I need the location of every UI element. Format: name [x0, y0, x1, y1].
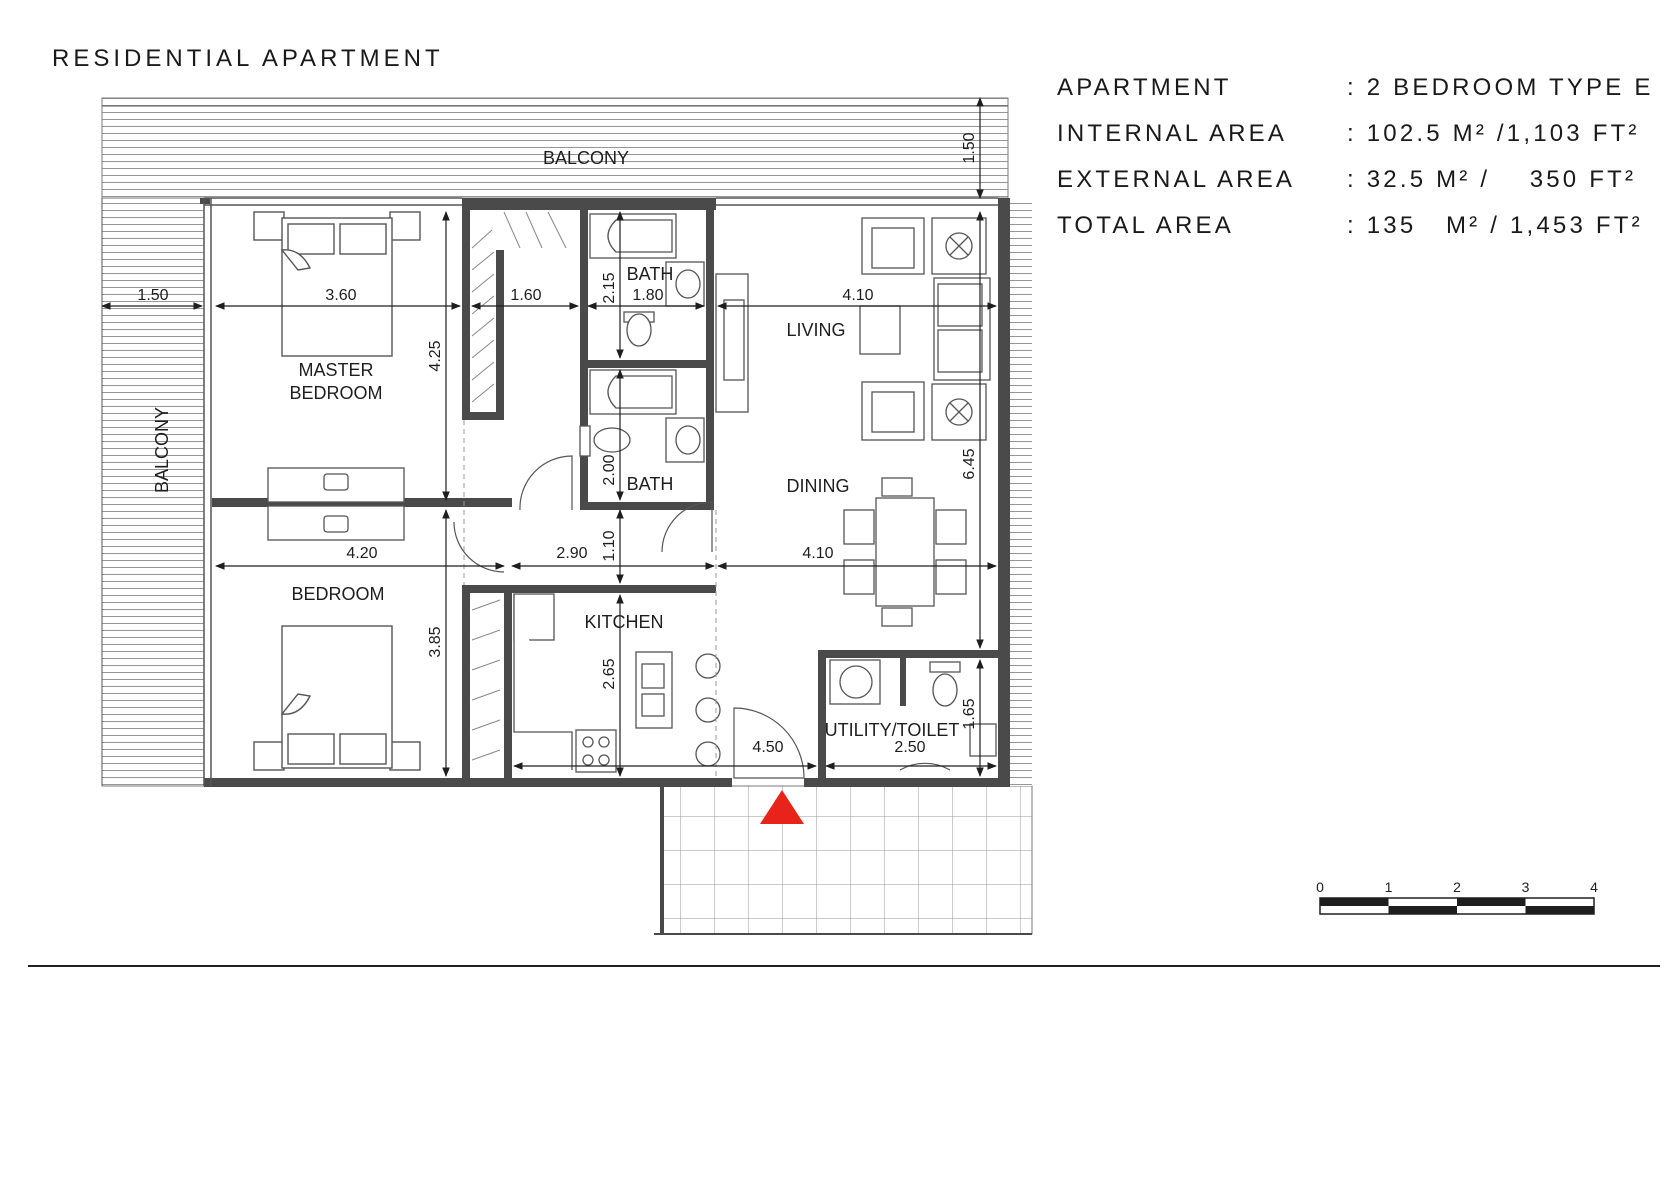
- dim-utility-width: 2.50: [894, 739, 925, 756]
- dim-master-depth: 4.25: [427, 340, 444, 371]
- room-labels: BALCONY BALCONY MASTER BEDROOM BATH BATH…: [152, 148, 959, 740]
- dimension-labels: 1.50 1.50 3.60 4.25 1.60 2.15 1.80 4.10 …: [137, 132, 978, 756]
- dimension-lines: [101, 97, 997, 777]
- living-furniture: [859, 217, 991, 441]
- label-kitchen: KITCHEN: [584, 612, 663, 632]
- info-label: TOTAL AREA: [1057, 212, 1234, 239]
- dim-utility-depth: 1.65: [961, 698, 978, 729]
- dim-balcony-depth-left: 1.50: [137, 287, 168, 304]
- master-bed: [253, 211, 421, 357]
- scale-tick-label: 0: [1316, 879, 1324, 895]
- balcony-left: [101, 197, 205, 787]
- wardrobe-master: [471, 211, 567, 403]
- scale-tick-label: 4: [1590, 879, 1598, 895]
- scale-tick-label: 3: [1522, 879, 1530, 895]
- info-label: APARTMENT: [1057, 74, 1232, 101]
- info-value: : 102.5 M² /1,103 FT²: [1347, 120, 1640, 147]
- label-balcony-left: BALCONY: [152, 407, 172, 493]
- bath-fixtures: [579, 213, 749, 463]
- label-dining: DINING: [787, 476, 850, 496]
- bottom-rule: [28, 965, 1660, 967]
- facade-strip: [1008, 200, 1032, 786]
- scale-tick-label: 2: [1453, 879, 1461, 895]
- dim-kitchen-width: 4.50: [752, 739, 783, 756]
- label-master-bedroom-line2: BEDROOM: [289, 383, 382, 403]
- dim-corridor-width: 1.60: [510, 287, 541, 304]
- wardrobe-bedroom: [471, 599, 501, 761]
- label-balcony-top: BALCONY: [543, 148, 629, 168]
- info-value: : 2 BEDROOM TYPE E: [1347, 74, 1654, 101]
- dim-bath-lower-depth: 2.00: [601, 454, 618, 485]
- dim-kitchen-depth: 2.65: [601, 658, 618, 689]
- dim-bath-upper-width: 1.80: [632, 287, 663, 304]
- dim-master-width: 3.60: [325, 287, 356, 304]
- dim-living-dining-depth: 6.45: [961, 448, 978, 479]
- dressers: [267, 467, 405, 541]
- dim-bedroom-width: 4.20: [346, 545, 377, 562]
- info-value: : 135 M² / 1,453 FT²: [1347, 212, 1643, 239]
- info-value: : 32.5 M² / 350 FT²: [1347, 166, 1637, 193]
- label-utility: UTILITY/TOILET: [825, 720, 960, 740]
- dim-balcony-depth-top: 1.50: [961, 132, 978, 163]
- kitchen-fixtures: [513, 593, 721, 773]
- glazing: [203, 197, 998, 786]
- zone-lines: [463, 420, 717, 778]
- dim-bath-upper-depth: 2.15: [601, 272, 618, 303]
- dim-dining-width: 4.10: [802, 545, 833, 562]
- info-label: INTERNAL AREA: [1057, 120, 1288, 147]
- dim-bedroom-depth: 3.85: [427, 626, 444, 657]
- page-title: RESIDENTIAL APARTMENT: [52, 45, 444, 72]
- dim-living-width: 4.10: [842, 287, 873, 304]
- entrance-marker: [760, 790, 804, 824]
- scale-tick-label: 1: [1385, 879, 1393, 895]
- bedroom-bed: [253, 625, 421, 771]
- label-master-bedroom-line1: MASTER: [298, 360, 373, 380]
- dining-set: [843, 477, 967, 627]
- label-bedroom: BEDROOM: [291, 584, 384, 604]
- info-label: EXTERNAL AREA: [1057, 166, 1296, 193]
- floor-plan: BALCONY BALCONY MASTER BEDROOM BATH BATH…: [101, 97, 1598, 935]
- label-bath-upper: BATH: [627, 264, 674, 284]
- scale-bar: 0 1 2 3 4: [1316, 879, 1598, 915]
- balcony-top: [101, 97, 1009, 199]
- label-living: LIVING: [786, 320, 845, 340]
- terrace-tiles: [654, 785, 1033, 935]
- label-bath-lower: BATH: [627, 474, 674, 494]
- dim-hall-depth: 1.10: [601, 530, 618, 561]
- dim-hall-width: 2.90: [556, 545, 587, 562]
